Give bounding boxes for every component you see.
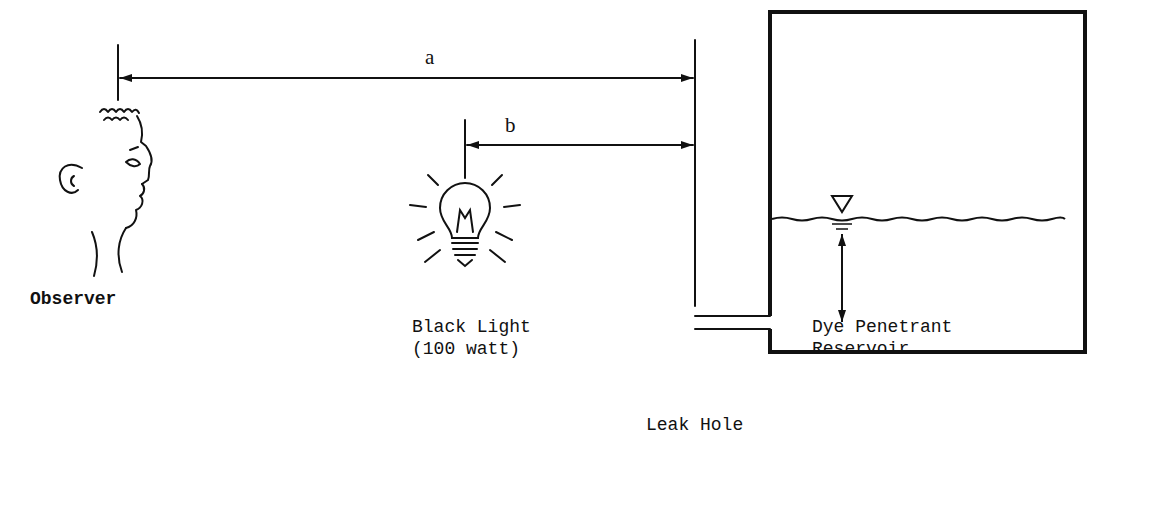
liquid-surface bbox=[772, 218, 1065, 221]
light-bulb bbox=[410, 168, 520, 266]
observer-head bbox=[60, 109, 152, 276]
dimension-line bbox=[467, 144, 693, 146]
leak-hole bbox=[695, 315, 770, 317]
reference-line bbox=[464, 120, 466, 172]
head-dimension bbox=[841, 234, 843, 322]
leak-hole bbox=[695, 328, 770, 330]
test-wall bbox=[694, 40, 696, 306]
level-symbol bbox=[832, 196, 852, 212]
leak-hole-label: Leak Hole bbox=[646, 414, 743, 436]
observer-label: Observer bbox=[30, 288, 116, 310]
light-label: Black Light (100 watt) bbox=[412, 316, 552, 360]
reservoir-tank bbox=[770, 12, 1085, 352]
dimension-label: b bbox=[505, 114, 516, 136]
dimension-label: a bbox=[425, 46, 434, 68]
reservoir-label: Dye Penetrant Reservoir bbox=[812, 316, 977, 360]
reference-line bbox=[117, 45, 119, 100]
dimension-line bbox=[120, 77, 693, 79]
